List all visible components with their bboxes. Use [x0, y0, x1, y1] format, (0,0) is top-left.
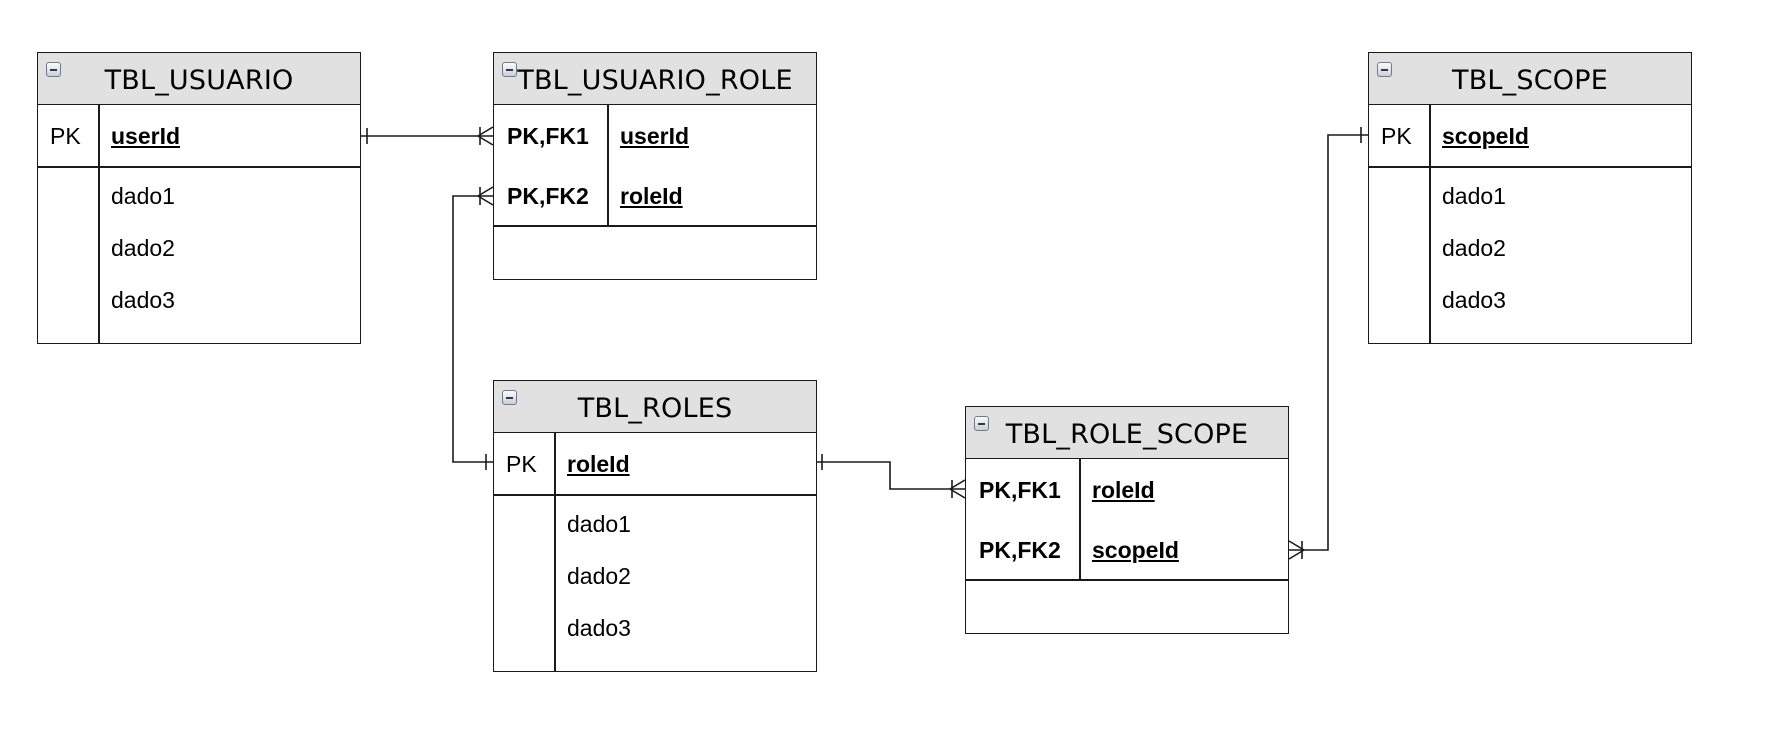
entity-title: TBL_ROLES: [577, 393, 733, 424]
collapse-icon[interactable]: [502, 62, 517, 77]
collapse-icon[interactable]: [1377, 62, 1392, 77]
entity-tbl-usuario[interactable]: TBL_USUARIO PK userId dado1 dado2 dado3: [37, 52, 361, 344]
entity-header: TBL_SCOPE: [1369, 53, 1691, 105]
key-divider: [494, 494, 816, 496]
key-label-fk2: PK,FK2: [507, 183, 589, 209]
key-divider: [1369, 166, 1691, 168]
entity-header: TBL_ROLES: [494, 381, 816, 433]
rel-usuario-usuario-role: [361, 126, 494, 146]
entity-tbl-role-scope[interactable]: TBL_ROLE_SCOPE PK,FK1 roleId PK,FK2 scop…: [965, 406, 1289, 634]
rel-roles-role-scope: [815, 454, 966, 499]
entity-title: TBL_USUARIO_ROLE: [517, 65, 793, 96]
field-dado3: dado3: [567, 615, 631, 641]
collapse-icon[interactable]: [974, 416, 989, 431]
key-label: PK: [1381, 123, 1412, 149]
field-dado3: dado3: [1442, 287, 1506, 313]
column-divider: [98, 105, 100, 343]
key-field-userid: userId: [111, 123, 181, 149]
key-field-roleid: roleId: [1092, 477, 1155, 503]
key-label: PK: [506, 451, 537, 477]
key-divider: [494, 225, 816, 227]
field-dado2: dado2: [567, 563, 631, 589]
key-field-roleid: roleId: [567, 451, 630, 477]
key-label-fk1: PK,FK1: [979, 477, 1061, 503]
entity-title: TBL_ROLE_SCOPE: [1005, 419, 1249, 450]
entity-tbl-usuario-role[interactable]: TBL_USUARIO_ROLE PK,FK1 userId PK,FK2 ro…: [493, 52, 817, 280]
entity-header: TBL_USUARIO: [38, 53, 360, 105]
field-dado3: dado3: [111, 287, 175, 313]
entity-tbl-roles[interactable]: TBL_ROLES PK roleId dado1 dado2 dado3: [493, 380, 817, 672]
key-divider: [38, 166, 360, 168]
key-field-roleid: roleId: [620, 183, 683, 209]
field-dado2: dado2: [1442, 235, 1506, 261]
field-dado1: dado1: [1442, 183, 1506, 209]
entity-title: TBL_SCOPE: [1452, 65, 1608, 96]
field-dado1: dado1: [567, 511, 631, 537]
column-divider: [1079, 459, 1081, 579]
rel-roles-usuario-role: [452, 186, 494, 470]
key-label-fk2: PK,FK2: [979, 537, 1061, 563]
key-field-scopeid: scopeId: [1092, 537, 1179, 563]
field-dado2: dado2: [111, 235, 175, 261]
column-divider: [607, 105, 609, 225]
entity-title: TBL_USUARIO: [104, 65, 294, 96]
key-field-userid: userId: [620, 123, 690, 149]
key-label: PK: [50, 123, 81, 149]
rel-scope-role-scope: [1288, 127, 1368, 560]
entity-header: TBL_ROLE_SCOPE: [966, 407, 1288, 459]
collapse-icon[interactable]: [502, 390, 517, 405]
field-dado1: dado1: [111, 183, 175, 209]
column-divider: [1429, 105, 1431, 343]
key-label-fk1: PK,FK1: [507, 123, 589, 149]
collapse-icon[interactable]: [46, 62, 61, 77]
entity-header: TBL_USUARIO_ROLE: [494, 53, 816, 105]
key-divider: [966, 579, 1288, 581]
entity-tbl-scope[interactable]: TBL_SCOPE PK scopeId dado1 dado2 dado3: [1368, 52, 1692, 344]
key-field-scopeid: scopeId: [1442, 123, 1529, 149]
column-divider: [554, 433, 556, 671]
